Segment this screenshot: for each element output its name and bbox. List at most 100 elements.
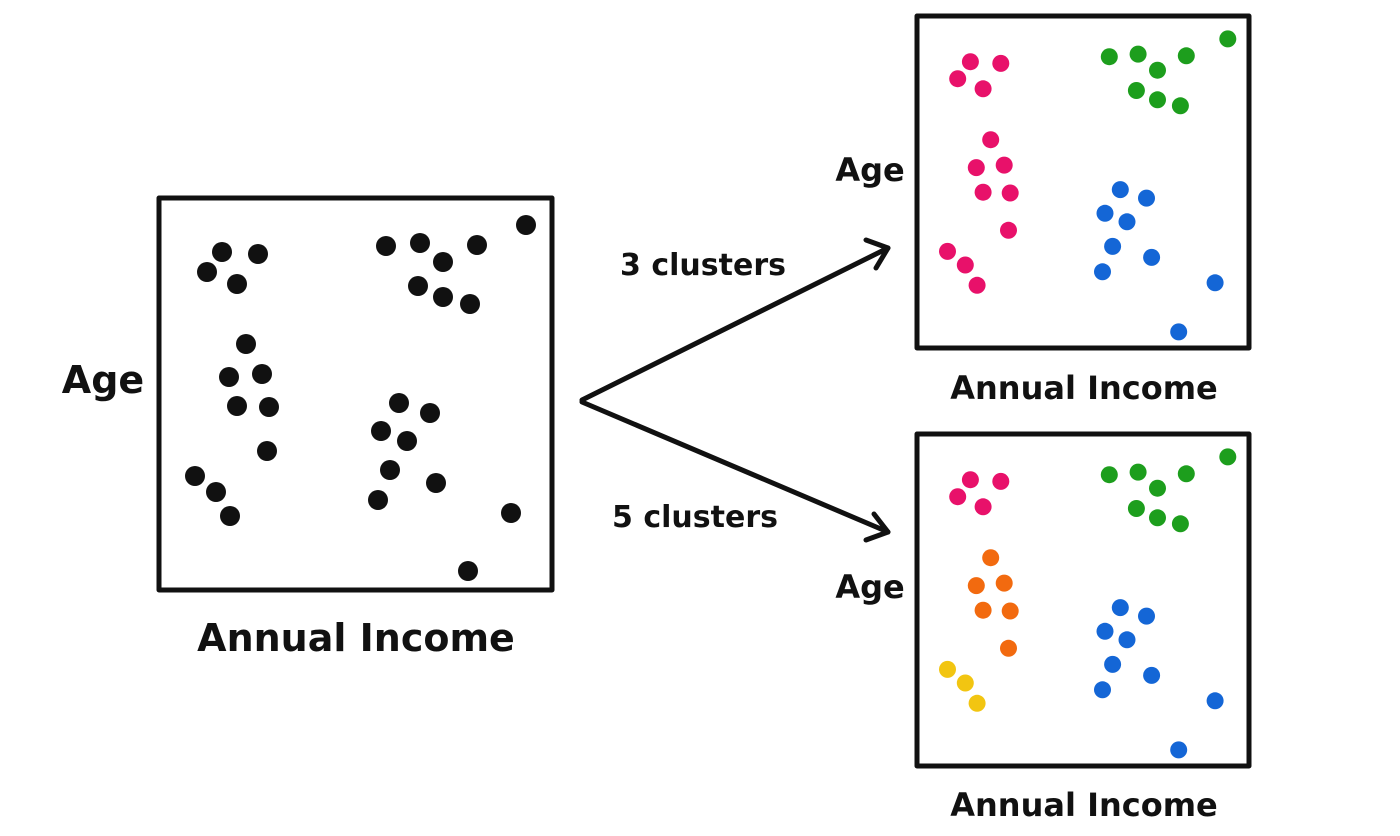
input-point-10 (257, 441, 277, 461)
input-point-7 (252, 364, 272, 384)
result-3-point-23 (1138, 189, 1155, 207)
input-point-16 (467, 235, 487, 255)
input-point-21 (516, 215, 536, 235)
result-5-point-9 (1001, 602, 1019, 620)
result-5-point-16 (1177, 465, 1195, 483)
arrowhead-3-clusters (863, 237, 891, 271)
result-3-point-16 (1177, 47, 1195, 65)
result-5-point-21 (1219, 448, 1237, 466)
result-5-point-29 (1206, 692, 1224, 710)
result-5-point-20 (1171, 515, 1189, 533)
input-point-12 (206, 482, 226, 502)
result-5-point-30 (1170, 741, 1188, 759)
result-3-point-10 (1000, 221, 1017, 239)
result-5-point-8 (974, 601, 992, 619)
result-3-point-20 (1171, 97, 1189, 115)
result-3-point-14 (1100, 48, 1118, 66)
arrow-label-5-clusters: 5 clusters (612, 500, 778, 535)
result-3-point-17 (1149, 61, 1166, 79)
result-3-point-26 (1104, 237, 1122, 255)
result-3-point-8 (974, 183, 992, 201)
result-3-point-24 (1096, 204, 1114, 222)
result-5-point-1 (961, 471, 979, 489)
input-y-axis-label: Age (62, 358, 144, 402)
result-5-plot-frame (914, 431, 1252, 769)
input-points (185, 215, 536, 581)
result-5-point-26 (1104, 655, 1122, 673)
arrow-label-3-clusters: 3 clusters (620, 248, 786, 283)
input-point-5 (236, 334, 256, 354)
result-3-point-2 (992, 54, 1010, 72)
result-3-point-13 (968, 276, 986, 294)
result-3-point-11 (939, 242, 956, 260)
input-point-28 (368, 490, 388, 510)
result-5-y-axis-label: Age (835, 568, 904, 606)
input-point-18 (408, 276, 428, 296)
result-3-point-18 (1127, 82, 1145, 99)
result-5-point-13 (968, 694, 986, 712)
result-5-point-28 (1094, 681, 1111, 699)
result-3-clusters-panel: Age Annual Income (835, 13, 1252, 407)
result-3-point-25 (1118, 213, 1136, 231)
input-point-11 (185, 466, 205, 486)
result-3-point-21 (1219, 30, 1237, 48)
input-point-19 (433, 287, 453, 307)
input-point-4 (227, 274, 247, 294)
result-5-point-4 (974, 498, 992, 516)
input-point-9 (259, 397, 279, 417)
input-x-axis-label: Annual Income (197, 616, 515, 660)
result-3-point-4 (974, 80, 992, 98)
result-3-point-30 (1170, 323, 1188, 341)
result-5-point-7 (995, 574, 1013, 592)
result-3-point-29 (1206, 274, 1224, 292)
arrowhead-5-clusters (863, 511, 891, 543)
input-point-6 (219, 367, 239, 387)
input-point-27 (426, 473, 446, 493)
result-5-points (939, 448, 1237, 759)
result-5-point-24 (1096, 622, 1114, 640)
result-3-point-3 (949, 70, 967, 88)
input-point-14 (376, 236, 396, 256)
result-3-point-28 (1094, 263, 1111, 281)
result-3-point-5 (982, 131, 1000, 149)
result-5-point-15 (1129, 463, 1147, 481)
input-point-26 (380, 460, 400, 480)
result-5-clusters-panel: Age Annual Income (835, 431, 1252, 824)
result-5-point-6 (967, 577, 985, 595)
result-5-point-25 (1118, 631, 1136, 649)
result-5-point-12 (956, 674, 974, 692)
input-point-30 (458, 561, 478, 581)
input-point-25 (397, 431, 417, 451)
result-3-point-15 (1129, 45, 1147, 63)
input-point-29 (501, 503, 521, 523)
input-point-13 (220, 506, 240, 526)
result-3-point-1 (961, 53, 979, 71)
result-5-x-axis-label: Annual Income (950, 786, 1218, 824)
input-scatter-panel: Age Annual Income (62, 195, 555, 660)
result-3-y-axis-label: Age (835, 151, 904, 189)
arrow-to-3-clusters (579, 245, 891, 403)
result-3-x-axis-label: Annual Income (950, 369, 1218, 407)
input-point-23 (420, 403, 440, 423)
input-point-20 (460, 294, 480, 314)
result-5-point-22 (1111, 599, 1129, 617)
result-5-point-27 (1143, 666, 1161, 684)
input-point-22 (389, 393, 409, 413)
result-5-point-3 (949, 488, 967, 506)
result-3-points (939, 30, 1237, 341)
result-3-point-9 (1001, 184, 1019, 202)
result-5-point-2 (992, 472, 1010, 490)
input-point-8 (227, 396, 247, 416)
result-3-point-12 (956, 256, 974, 274)
result-3-point-7 (995, 156, 1013, 174)
result-5-point-17 (1149, 479, 1166, 497)
result-5-point-5 (982, 549, 1000, 567)
input-point-15 (410, 233, 430, 253)
result-5-point-11 (939, 660, 956, 678)
input-point-2 (248, 244, 268, 264)
result-3-point-22 (1111, 181, 1129, 199)
input-point-24 (371, 421, 391, 441)
result-3-point-27 (1143, 248, 1161, 266)
arrows: 3 clusters 5 clusters (579, 237, 891, 543)
